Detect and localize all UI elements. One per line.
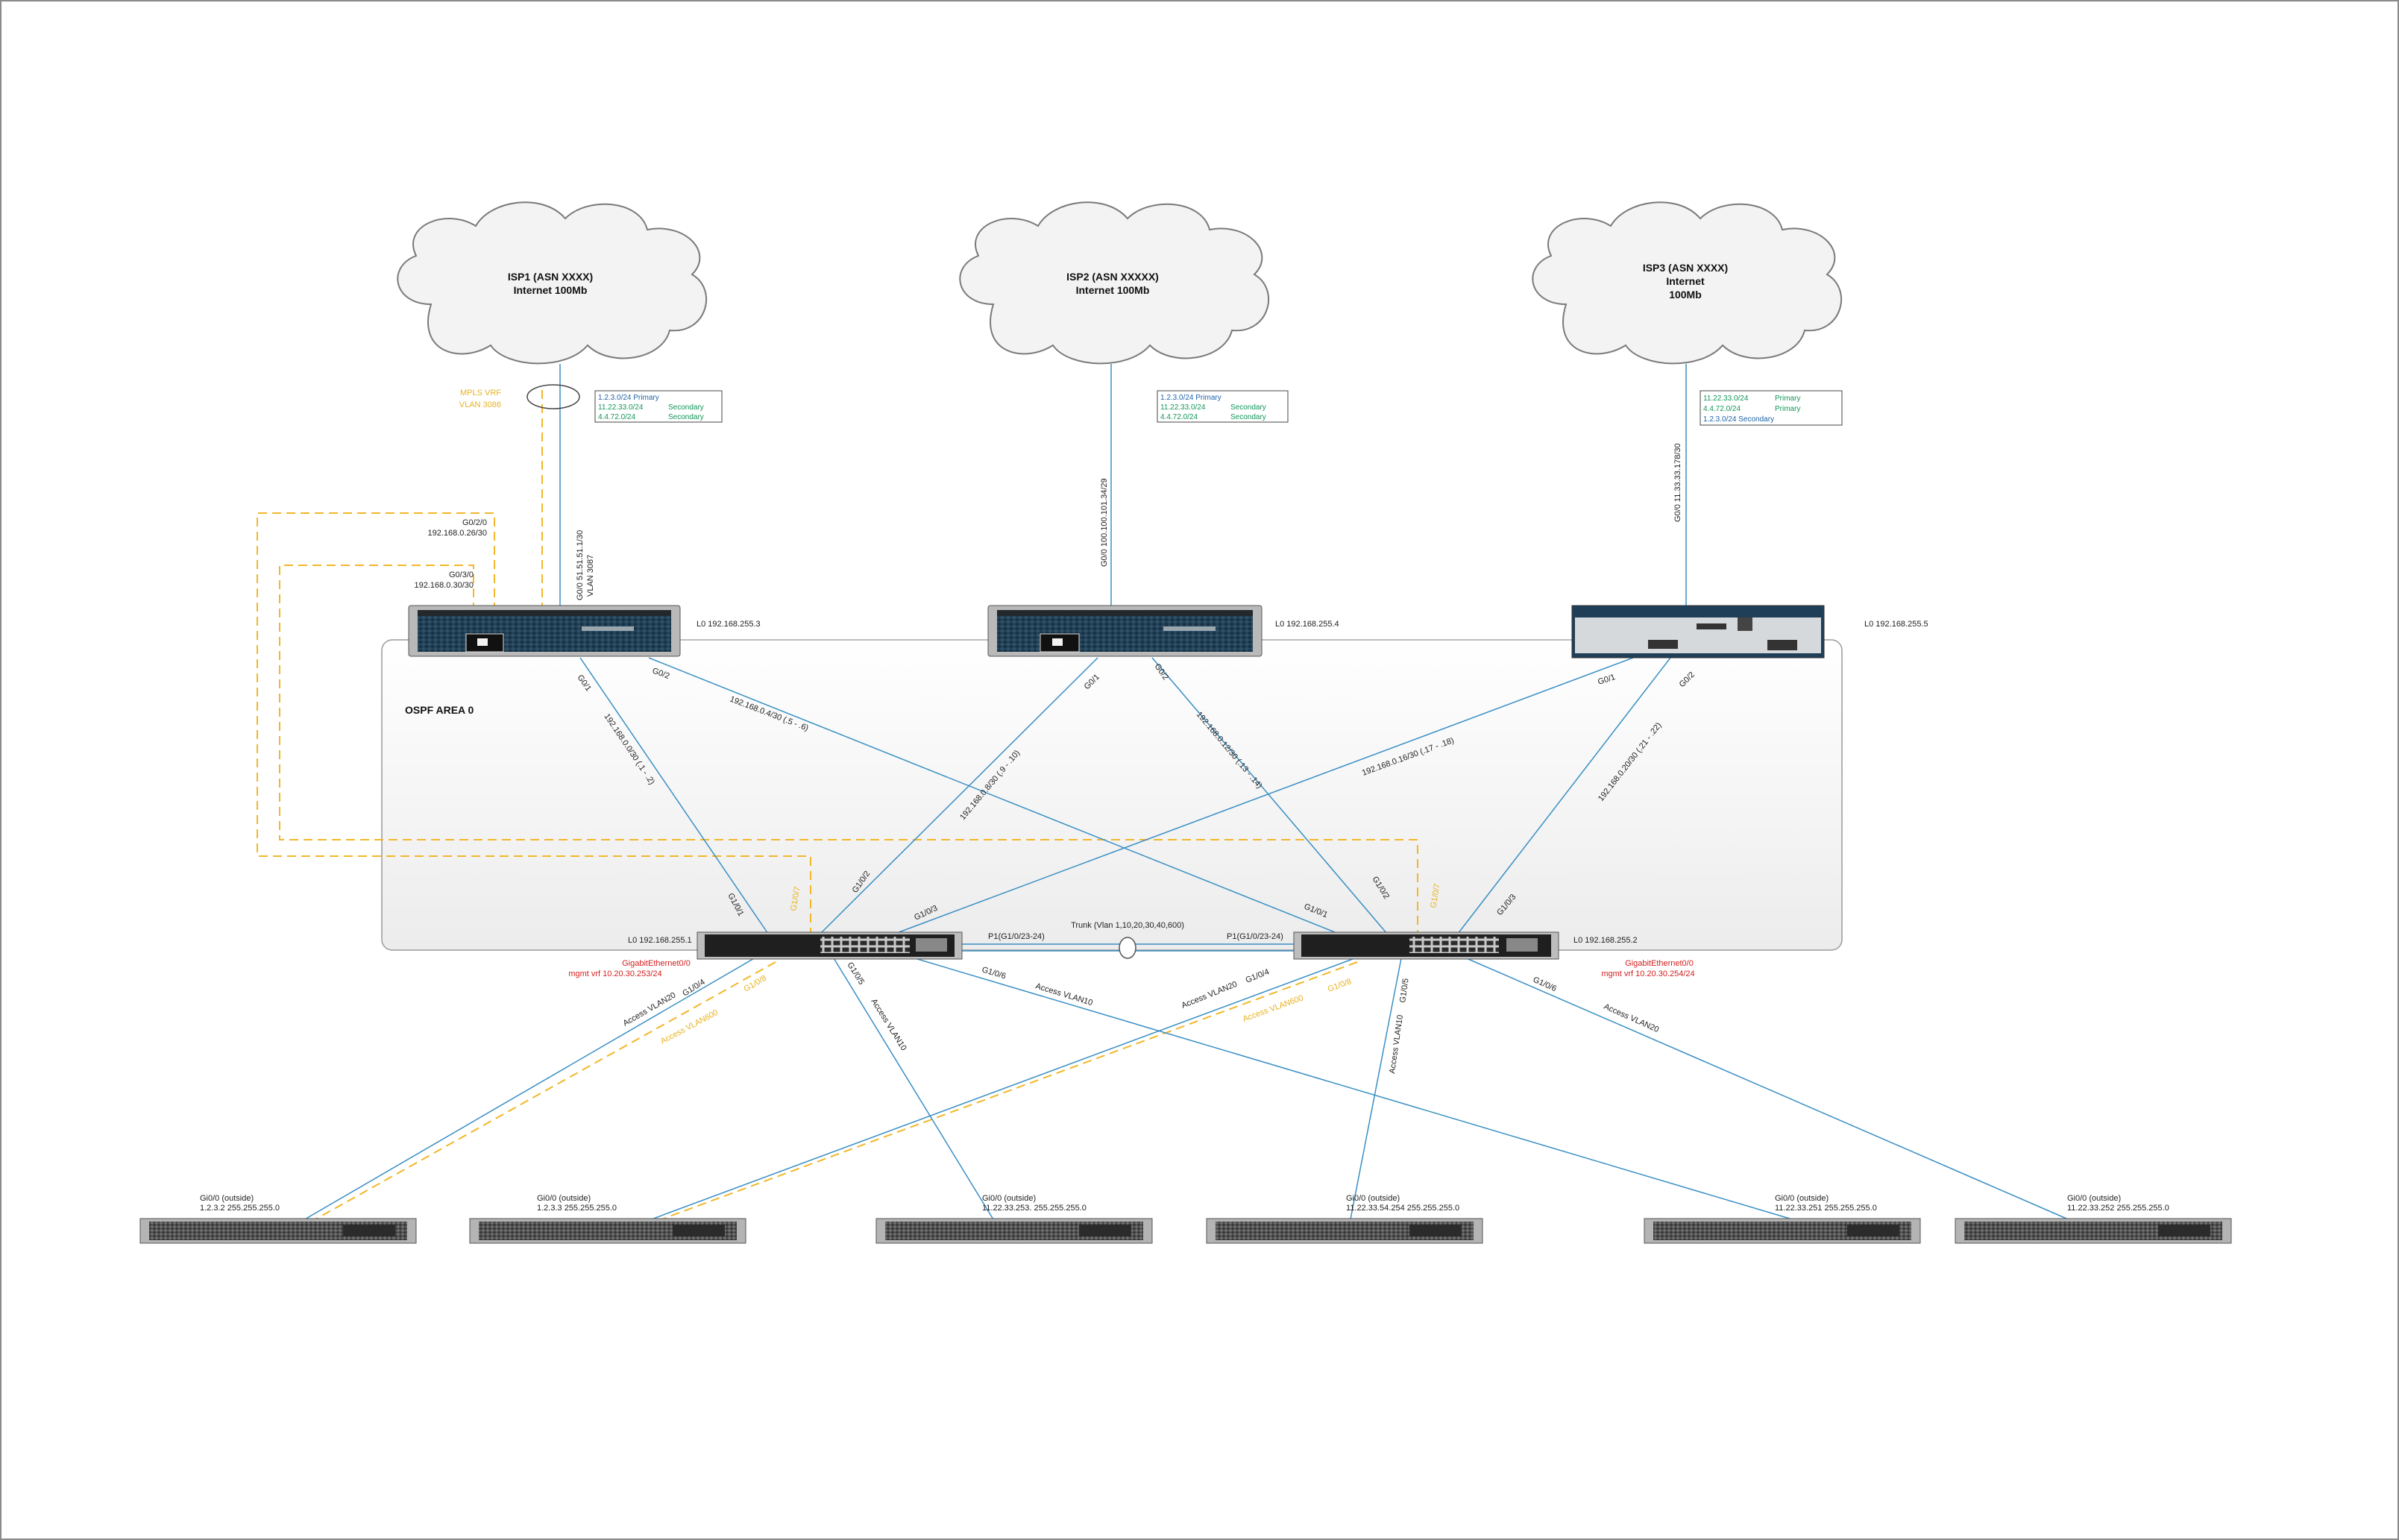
prefix-row: 1.2.3.0/24 Primary [1160, 394, 1221, 402]
firewall-3-interface: Gi0/0 (outside) [982, 1194, 1036, 1203]
ospf-area-label: OSPF AREA 0 [405, 704, 474, 716]
firewall-6[interactable]: Gi0/0 (outside) 11.22.33.252 255.255.255… [1955, 1194, 2232, 1244]
sw1-access-vlan20: Access VLAN20 [622, 990, 678, 1028]
r2-loopback: L0 192.168.255.4 [1275, 620, 1339, 629]
r3-loopback: L0 192.168.255.5 [1864, 620, 1928, 629]
prefix-row: 4.4.72.0/24 [1160, 413, 1198, 421]
firewall-4[interactable]: Gi0/0 (outside) 11.22.33.54.254 255.255.… [1206, 1194, 1483, 1244]
mpls-bundle-ellipse [526, 384, 580, 409]
sw2-port-g104: G1/0/4 [1245, 967, 1271, 984]
ospf-area [381, 639, 1843, 951]
prefix-row: 1.2.3.0/24 Primary [598, 394, 659, 402]
isp3-prefix-box: 11.22.33.0/24 Primary 4.4.72.0/24 Primar… [1700, 390, 1843, 426]
sw2-mgmt-ip: mgmt vrf 10.20.30.254/24 [1601, 969, 1694, 978]
firewall-1[interactable]: Gi0/0 (outside) 1.2.3.2 255.255.255.0 [139, 1194, 417, 1244]
sw2-port-g105: G1/0/5 [1398, 978, 1410, 1003]
switch-1[interactable] [697, 931, 963, 960]
prefix-row: 11.22.33.0/24 [1160, 403, 1206, 412]
firewall-2-interface: Gi0/0 (outside) [537, 1194, 591, 1203]
prefix-row: 4.4.72.0/24 [598, 413, 635, 421]
sw1-mgmt-interface: GigabitEthernet0/0 [622, 959, 691, 968]
firewall-2-ip: 1.2.3.3 255.255.255.0 [537, 1204, 617, 1213]
prefix-row-role: Secondary [1230, 413, 1266, 421]
prefix-row: 1.2.3.0/24 Secondary [1703, 415, 1774, 424]
isp3-cloud-line3: 100Mb [1669, 289, 1702, 301]
prefix-row-role: Secondary [668, 413, 704, 421]
r1-loopback: L0 192.168.255.3 [697, 620, 761, 629]
prefix-row-role: Primary [1775, 405, 1800, 413]
prefix-row-role: Secondary [1230, 403, 1266, 412]
sw2-access-vlan10: Access VLAN10 [1388, 1014, 1405, 1074]
sw2-loopback: L0 192.168.255.2 [1573, 936, 1638, 945]
sw2-access-vlan600: Access VLAN600 [1242, 993, 1305, 1024]
prefix-row: 4.4.72.0/24 [1703, 405, 1741, 413]
firewall-4-interface: Gi0/0 (outside) [1346, 1194, 1400, 1203]
isp2-prefix-box: 1.2.3.0/24 Primary 11.22.33.0/24 Seconda… [1157, 390, 1289, 423]
isp3-cloud-line2: Internet [1666, 275, 1705, 287]
mpls-vrf-label: MPLS VRF [460, 389, 501, 397]
firewall-3-ip: 11.22.33.253. 255.255.255.0 [982, 1204, 1087, 1213]
sw1-loopback: L0 192.168.255.1 [628, 936, 692, 945]
r1-port-g020: G0/2/0 [462, 518, 487, 527]
sw1-access-vlan10-b: Access VLAN10 [1034, 981, 1094, 1008]
isp1-cloud: ISP1 (ASN XXXX) Internet 100Mb [397, 201, 708, 365]
firewall-5[interactable]: Gi0/0 (outside) 11.22.33.251 255.255.255… [1644, 1194, 1921, 1244]
isp1-cloud-line2: Internet 100Mb [514, 284, 588, 296]
isp3-cloud: ISP3 (ASN XXXX) Internet 100Mb [1532, 201, 1843, 365]
sw2-port-g108: G1/0/8 [1327, 977, 1353, 994]
sw1-port-g107: G1/0/7 [789, 886, 802, 912]
firewall-3[interactable]: Gi0/0 (outside) 11.22.33.253. 255.255.25… [875, 1194, 1153, 1244]
isp2-cloud-line2: Internet 100Mb [1076, 284, 1150, 296]
router-2[interactable] [987, 605, 1263, 657]
r3-uplink-label: G0/0 11.33.33.178/30 [1673, 443, 1682, 522]
r1-port-g030-ip: 192.168.0.30/30 [414, 581, 474, 590]
isp3-cloud-line1: ISP3 (ASN XXXX) [1643, 262, 1728, 274]
firewall-5-interface: Gi0/0 (outside) [1775, 1194, 1829, 1203]
firewall-4-ip: 11.22.33.54.254 255.255.255.0 [1346, 1204, 1459, 1213]
prefix-row: 11.22.33.0/24 [598, 403, 644, 412]
sw2-port-g106: G1/0/6 [1532, 975, 1558, 993]
prefix-row: 11.22.33.0/24 [1703, 395, 1749, 403]
r2-uplink-label: G0/0 100.100.101.34/29 [1100, 478, 1109, 567]
blue-links [298, 364, 2078, 1224]
firewall-1-interface: Gi0/0 (outside) [200, 1194, 254, 1203]
router-3[interactable] [1571, 605, 1825, 659]
firewall-6-interface: Gi0/0 (outside) [2067, 1194, 2121, 1203]
isp2-cloud-line1: ISP2 (ASN XXXXX) [1066, 271, 1159, 283]
trunk-port-sw2: P1(G1/0/23-24) [1227, 932, 1283, 941]
trunk-label: Trunk (Vlan 1,10,20,30,40,600) [1071, 921, 1184, 930]
firewall-5-ip: 11.22.33.251 255.255.255.0 [1775, 1204, 1877, 1213]
trunk-bundle-ellipse [1119, 937, 1136, 959]
sw1-port-g108: G1/0/8 [743, 974, 769, 994]
sw2-access-vlan20: Access VLAN20 [1180, 980, 1239, 1011]
mpls-vlan-label: VLAN 3086 [459, 400, 501, 409]
isp1-cloud-line1: ISP1 (ASN XXXX) [508, 271, 593, 283]
sw1-access-vlan600: Access VLAN600 [659, 1008, 720, 1046]
isp2-cloud: ISP2 (ASN XXXXX) Internet 100Mb [959, 201, 1270, 365]
prefix-row-role: Primary [1775, 395, 1800, 403]
firewall-2[interactable]: Gi0/0 (outside) 1.2.3.3 255.255.255.0 [469, 1194, 746, 1244]
trunk-port-sw1: P1(G1/0/23-24) [988, 932, 1045, 941]
sw1-mgmt-ip: mgmt vrf 10.20.30.253/24 [568, 969, 661, 978]
router-1[interactable] [408, 605, 681, 657]
firewall-1-ip: 1.2.3.2 255.255.255.0 [200, 1204, 280, 1213]
r1-uplink-label: G0/0 51.51.51.1/30 [576, 530, 585, 600]
switch-2[interactable] [1293, 931, 1559, 960]
sw2-mgmt-interface: GigabitEthernet0/0 [1625, 959, 1694, 968]
prefix-row-role: Secondary [668, 403, 704, 412]
r1-port-g020-ip: 192.168.0.26/30 [427, 529, 487, 538]
sw2-port-g107: G1/0/7 [1429, 883, 1442, 909]
r1-uplink-vlan-label: VLAN 3087 [586, 555, 595, 597]
orange-dashed-links [257, 388, 1418, 1228]
r1-port-g030: G0/3/0 [449, 571, 474, 579]
firewall-6-ip: 11.22.33.252 255.255.255.0 [2067, 1204, 2169, 1213]
isp1-prefix-box: 1.2.3.0/24 Primary 11.22.33.0/24 Seconda… [594, 390, 723, 423]
